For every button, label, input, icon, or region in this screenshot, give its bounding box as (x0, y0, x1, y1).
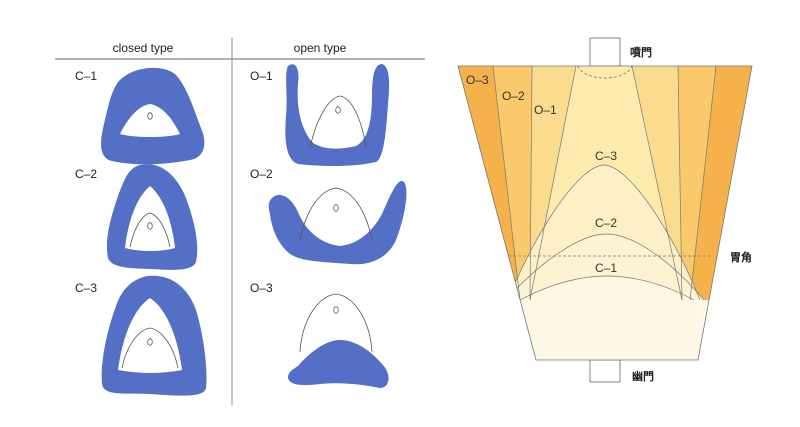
o2-band-right (678, 66, 716, 300)
cardia-tube (589, 37, 621, 67)
c2-label: C–2 (75, 167, 97, 181)
c3-label: C–3 (75, 281, 97, 295)
closed-type-header: closed type (113, 41, 174, 55)
o1-shape (285, 64, 390, 166)
open-type-header: open type (294, 41, 347, 55)
o1-label: O–1 (250, 69, 273, 83)
o2-label: O–2 (250, 167, 273, 181)
angle-label: 胃角 (730, 250, 752, 264)
region-c1-label: C–1 (595, 261, 617, 275)
right-panel: O–3 O–2 O–1 C–3 C–2 C–1 噴門 胃角 幽門 (457, 37, 753, 383)
o3-label: O–3 (250, 281, 273, 295)
o2-band-left (493, 66, 532, 300)
o2-shape (268, 180, 407, 265)
pylorus-label: 幽門 (632, 369, 654, 383)
region-o1-label: O–1 (534, 103, 557, 117)
c3-shape (101, 275, 207, 396)
cardia-label: 噴門 (630, 45, 652, 59)
cardia-arc (577, 66, 633, 79)
region-o3-label: O–3 (466, 73, 489, 87)
region-c3-label: C–3 (595, 149, 617, 163)
stomach-outline (457, 65, 753, 361)
left-panel: closed type open type C–1 C–2 C–3 O–1 (55, 38, 425, 405)
c1-region (520, 276, 698, 360)
region-c2-label: C–2 (595, 216, 617, 230)
o3-shape (288, 293, 389, 388)
region-o2-label: O–2 (502, 89, 525, 103)
c2-shape (106, 164, 198, 270)
pylorus-tube (589, 359, 621, 383)
c1-shape (101, 67, 205, 165)
c1-label: C–1 (75, 69, 97, 83)
